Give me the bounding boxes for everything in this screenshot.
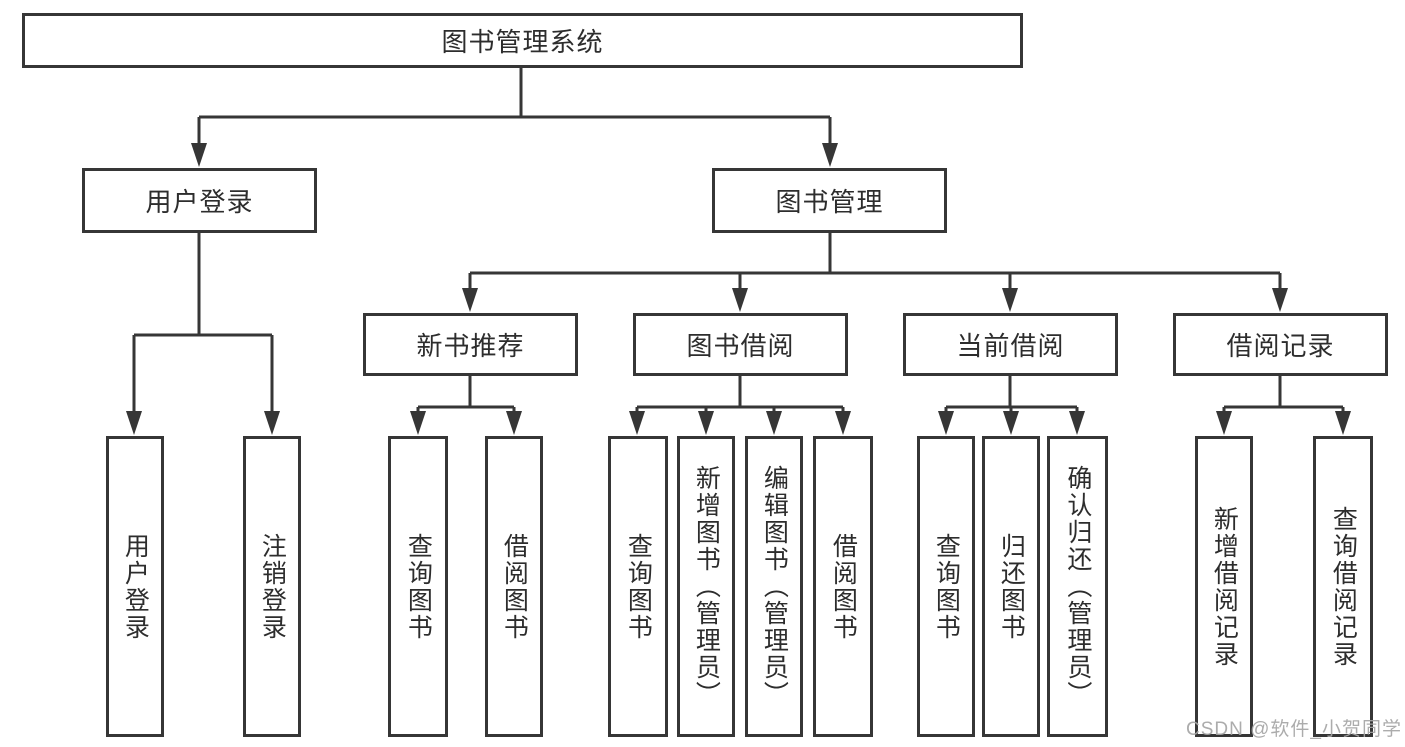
leaf-records-add-record: 新增借阅记录: [1195, 436, 1253, 737]
node-book-management: 图书管理: [712, 168, 947, 233]
node-current-borrowing: 当前借阅: [903, 313, 1118, 376]
node-library-system: 图书管理系统: [22, 13, 1023, 68]
node-borrowing-records: 借阅记录: [1173, 313, 1388, 376]
node-user-login: 用户登录: [82, 168, 317, 233]
leaf-user-login: 用户登录: [106, 436, 164, 737]
leaf-borrowing-add-books-admin: 新增图书（管理员）: [677, 436, 735, 737]
leaf-borrowing-edit-books-admin: 编辑图书（管理员）: [745, 436, 803, 737]
node-book-borrowing: 图书借阅: [633, 313, 848, 376]
leaf-recommend-query-books: 查询图书: [388, 436, 448, 737]
leaf-logout: 注销登录: [243, 436, 301, 737]
leaf-current-confirm-return-admin: 确认归还（管理员）: [1047, 436, 1108, 737]
leaf-borrowing-query-books: 查询图书: [608, 436, 668, 737]
leaf-current-return-books: 归还图书: [982, 436, 1040, 737]
node-new-book-recommend: 新书推荐: [363, 313, 578, 376]
leaf-current-query-books: 查询图书: [917, 436, 975, 737]
leaf-records-query-record: 查询借阅记录: [1313, 436, 1373, 737]
leaf-borrowing-borrow-books: 借阅图书: [813, 436, 873, 737]
csdn-watermark: CSDN @软件_小贺同学: [1186, 719, 1402, 740]
leaf-recommend-borrow-books: 借阅图书: [485, 436, 543, 737]
